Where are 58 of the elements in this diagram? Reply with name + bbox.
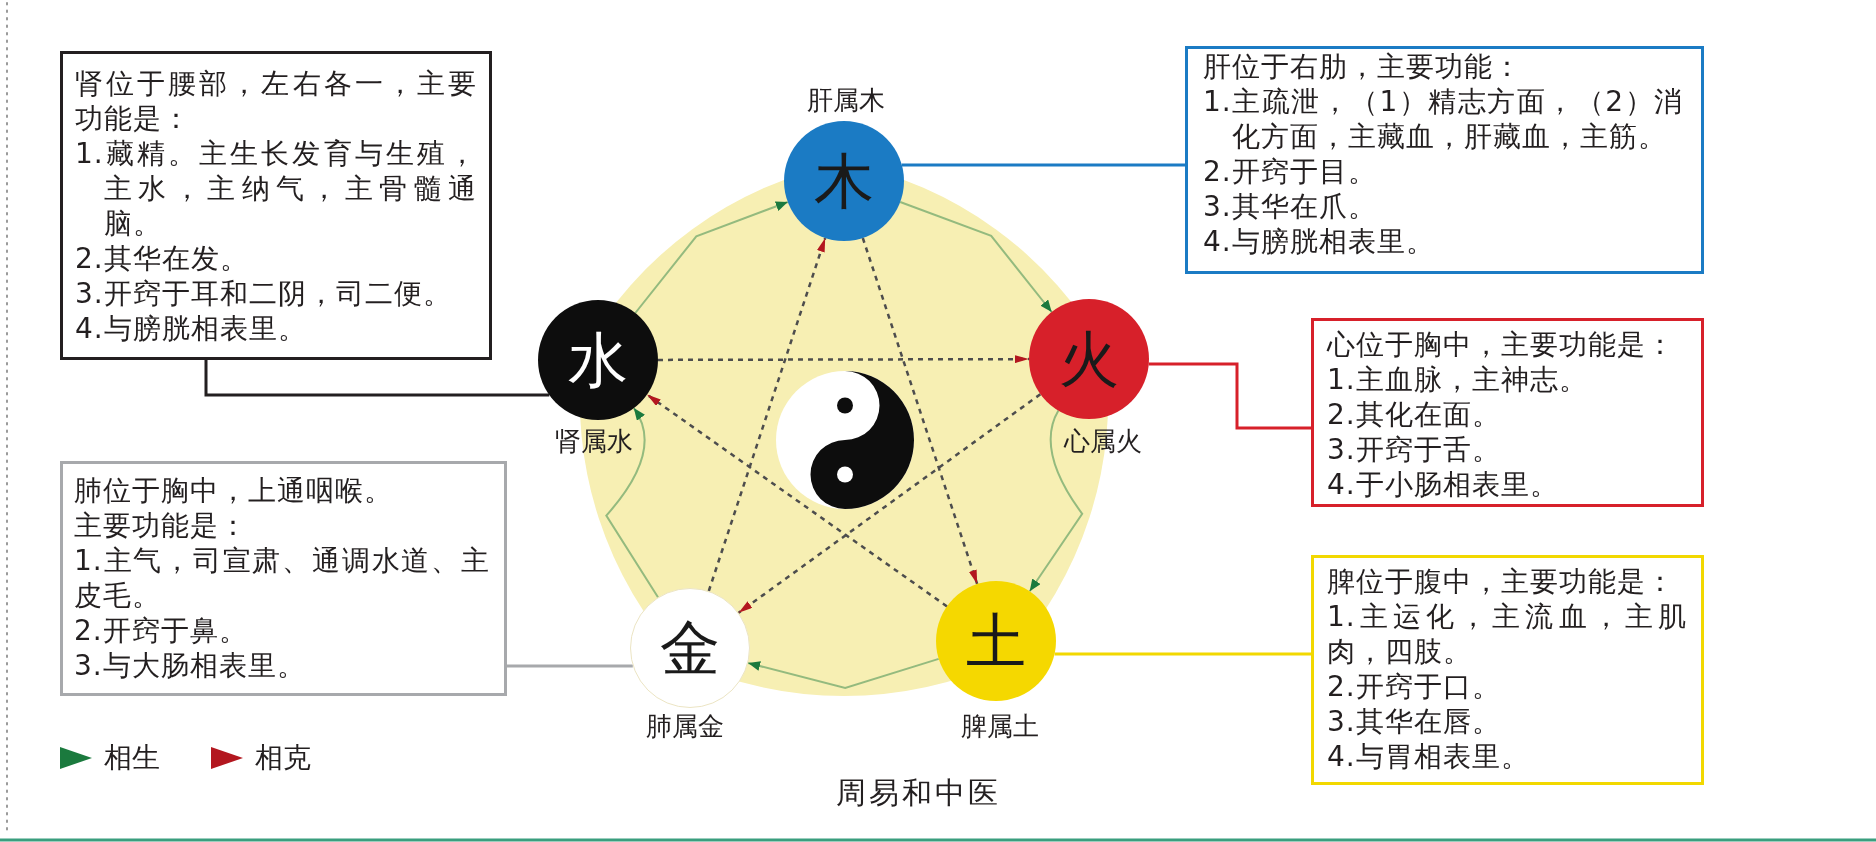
- arrow: [747, 657, 940, 690]
- leader-line: [1054, 652, 1311, 656]
- list-item-text: 2.开窍于目。: [1203, 154, 1378, 189]
- list-item-text: 3.开窍于耳和二阴，司二便。: [75, 276, 453, 311]
- list-item-text: 3.其华在爪。: [1203, 189, 1378, 224]
- list-item-text: 1.主血脉，主神志。: [1327, 362, 1589, 397]
- list-item-text: 4.于小肠相表里。: [1327, 467, 1560, 502]
- list-item-text: 4.与膀胱相表里。: [1203, 224, 1436, 259]
- dashed-arrow: [707, 237, 827, 592]
- list-item-text: 3.其华在唇。: [1327, 704, 1502, 739]
- heading-text: 主要功能是：: [74, 508, 249, 543]
- caption-text: 周易和中医: [835, 775, 1001, 811]
- heading-text: 肺位于胸中，上通咽喉。: [74, 473, 394, 508]
- info-box: [1311, 318, 1704, 507]
- list-item-text: 1.主运化，主流血，主肌肉，四肢。: [1327, 599, 1687, 669]
- legend-text: 相克: [255, 742, 311, 774]
- list-item-text: 2.开窍于口。: [1327, 669, 1502, 704]
- info-box: [1185, 46, 1704, 274]
- arrow: [634, 201, 789, 314]
- circle-caption: 肝属木: [807, 85, 885, 115]
- arrow: [1028, 409, 1084, 593]
- heading-text: 肾位于腰部，左右各一，主要功能是：: [75, 66, 477, 136]
- dashed-arrow: [658, 355, 1029, 364]
- dashed-arrow: [861, 237, 979, 585]
- info-box: [60, 461, 507, 696]
- list-item-text: 4.与膀胱相表里。: [75, 311, 308, 346]
- circle-caption: 心属火: [1064, 426, 1142, 456]
- list-item-text: 2.其化在面。: [1327, 397, 1502, 432]
- circle-caption: 脾属土: [961, 711, 1039, 741]
- heading-text: 肝位于右肋，主要功能：: [1203, 49, 1523, 84]
- leader-line: [1148, 362, 1311, 430]
- element-character: 火: [1059, 327, 1119, 391]
- list-item-text: 1.藏精。主生长发育与生殖，主水，主纳气，主骨髓通脑。: [75, 136, 477, 241]
- list-item-text: 1.主气，司宣肃、通调水道、主皮毛。: [74, 543, 490, 613]
- arrow: [605, 407, 659, 599]
- element-character: 木: [814, 149, 874, 213]
- circle-caption: 肺属金: [646, 711, 724, 741]
- list-item-text: 2.开窍于鼻。: [74, 613, 249, 648]
- info-box: [1311, 555, 1704, 785]
- list-item-text: 3.与大肠相表里。: [74, 648, 307, 683]
- list-item-text: 1.主疏泄，（1）精志方面，（2）消化方面，主藏血，肝藏血，主筋。: [1203, 84, 1683, 154]
- heading-text: 心位于胸中，主要功能是：: [1327, 327, 1676, 362]
- info-box: [60, 51, 492, 360]
- dashed-arrow: [646, 393, 948, 608]
- leader-line: [901, 163, 1185, 167]
- leader-line: [204, 360, 550, 397]
- dashed-arrow: [737, 393, 1042, 614]
- list-item-text: 3.开窍于舌。: [1327, 432, 1502, 467]
- heading-text: 脾位于腹中，主要功能是：: [1327, 564, 1676, 599]
- element-character: 土: [966, 609, 1026, 673]
- list-item-text: 4.与胃相表里。: [1327, 739, 1531, 774]
- legend-text: 相生: [104, 742, 160, 774]
- arrow: [899, 201, 1053, 313]
- leader-line: [507, 664, 633, 668]
- list-item-text: 2.其华在发。: [75, 241, 250, 276]
- element-character: 金: [660, 616, 720, 680]
- element-character: 水: [568, 328, 628, 392]
- circle-caption: 肾属水: [555, 426, 633, 456]
